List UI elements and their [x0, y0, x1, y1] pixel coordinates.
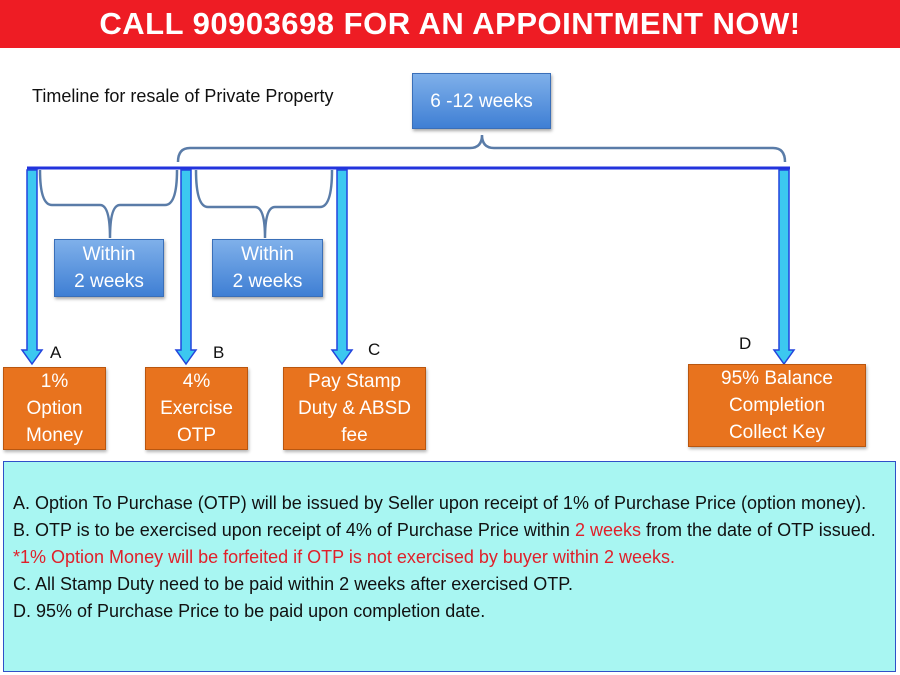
note-d: D. 95% of Purchase Price to be paid upon…: [13, 601, 486, 621]
diagram-title: Timeline for resale of Private Property: [32, 86, 334, 106]
notes-panel: A. Option To Purchase (OTP) will be issu…: [3, 461, 896, 672]
step-text: Collect Key: [728, 422, 826, 443]
note-b-text: B. OTP is to be exercised upon receipt o…: [13, 520, 575, 540]
note-c: C. All Stamp Duty need to be paid within…: [13, 574, 573, 594]
step-letter-d: D: [739, 334, 752, 353]
interval-label: Within: [241, 244, 294, 265]
bracket-b-c: [194, 169, 334, 239]
duration-box: 6 -12 weeks: [412, 73, 551, 129]
appointment-banner: CALL 90903698 FOR AN APPOINTMENT NOW!: [0, 0, 900, 48]
step-text: 1%: [40, 371, 69, 392]
brackets: [38, 134, 787, 239]
note-a: A. Option To Purchase (OTP) will be issu…: [13, 493, 867, 513]
note-b: B. OTP is to be exercised upon receipt o…: [13, 517, 885, 571]
arrows: [20, 169, 796, 366]
arrow-c: [330, 169, 354, 366]
note-b-warning: *1% Option Money will be forfeited if OT…: [13, 547, 675, 567]
step-letter-b: B: [213, 343, 225, 362]
interval-label: 2 weeks: [74, 271, 144, 292]
step-text: OTP: [176, 425, 217, 446]
step-text: fee: [341, 425, 368, 446]
arrow-b: [174, 169, 198, 366]
interval-label: Within: [82, 244, 136, 265]
step-text: Completion: [728, 395, 826, 416]
arrow-a: [20, 169, 44, 366]
interval-label: 2 weeks: [232, 271, 303, 292]
step-text: Option: [26, 398, 83, 419]
step-text: 95% Balance: [721, 368, 833, 389]
step-letter-a: A: [50, 343, 62, 362]
step-letter-c: C: [368, 340, 381, 359]
step-text: 4%: [182, 371, 211, 392]
arrow-d: [772, 169, 796, 366]
note-b-text-2: from the date of OTP issued.: [641, 520, 876, 540]
total-bracket: [176, 134, 787, 163]
bracket-a-b: [38, 169, 179, 239]
interval-box-2: Within 2 weeks: [212, 239, 323, 297]
step-text: Duty & ABSD: [298, 398, 411, 419]
interval-box-1: Within 2 weeks: [54, 239, 164, 297]
step-text: Pay Stamp: [308, 371, 401, 392]
timeline-graphics: [20, 134, 796, 366]
note-b-highlight: 2 weeks: [574, 520, 641, 540]
step-text: Money: [25, 425, 84, 446]
step-text: Exercise: [160, 398, 233, 419]
